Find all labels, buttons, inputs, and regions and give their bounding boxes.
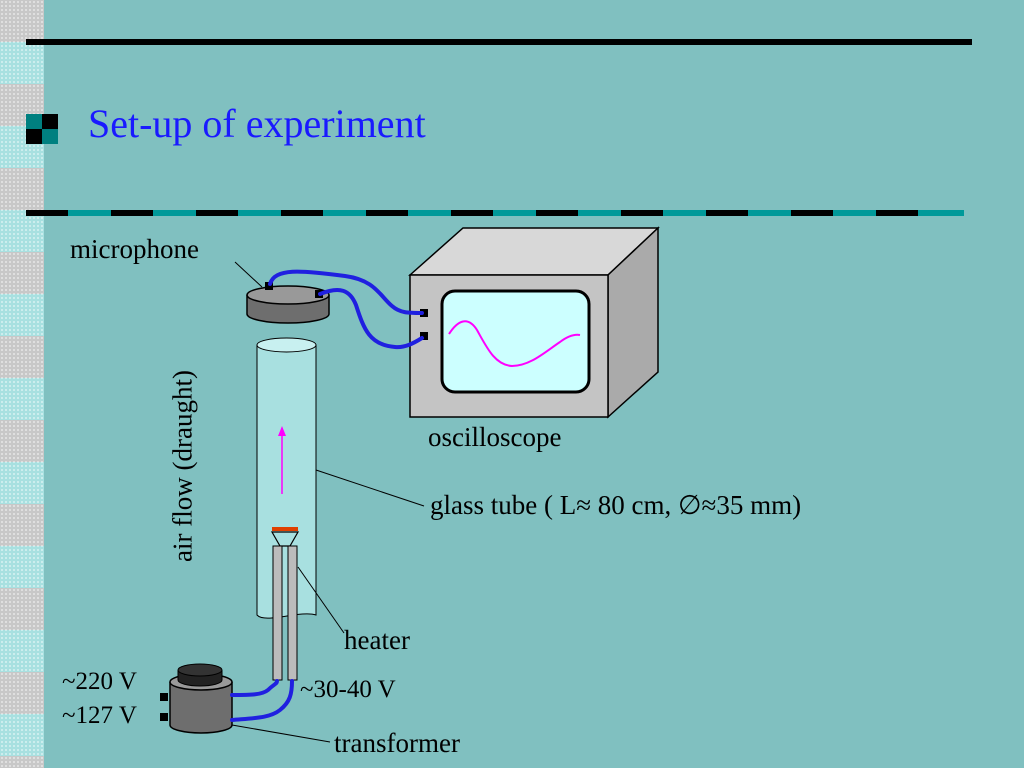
microphone-device bbox=[246, 282, 330, 324]
glass-tube bbox=[256, 337, 317, 619]
voltage-low-label: ~30-40 V bbox=[300, 676, 396, 703]
air-flow-arrow bbox=[278, 426, 286, 494]
transformer-cables bbox=[230, 679, 294, 722]
oscilloscope-device bbox=[408, 226, 660, 419]
oscilloscope-trace bbox=[448, 320, 581, 368]
microphone-label: microphone bbox=[70, 234, 199, 264]
oscilloscope-label: oscilloscope bbox=[428, 422, 562, 452]
heater-label: heater bbox=[344, 625, 410, 655]
microphone-cables bbox=[268, 269, 424, 350]
top-rule bbox=[26, 39, 972, 45]
oscilloscope-screen bbox=[440, 289, 591, 394]
slide-title: Set-up of experiment bbox=[88, 101, 426, 146]
transformer-device bbox=[160, 663, 233, 734]
voltage-220-label: ~220 V bbox=[62, 668, 137, 695]
leader-lines bbox=[231, 261, 425, 743]
dashed-rule bbox=[26, 210, 964, 216]
voltage-127-label: ~127 V bbox=[62, 702, 137, 729]
air-flow-label: air flow (draught) bbox=[167, 370, 198, 562]
transformer-label: transformer bbox=[334, 728, 460, 758]
bullet-square-icon bbox=[26, 114, 58, 144]
glass-tube-label: glass tube ( L≈ 80 cm, ∅≈35 mm) bbox=[430, 490, 802, 520]
